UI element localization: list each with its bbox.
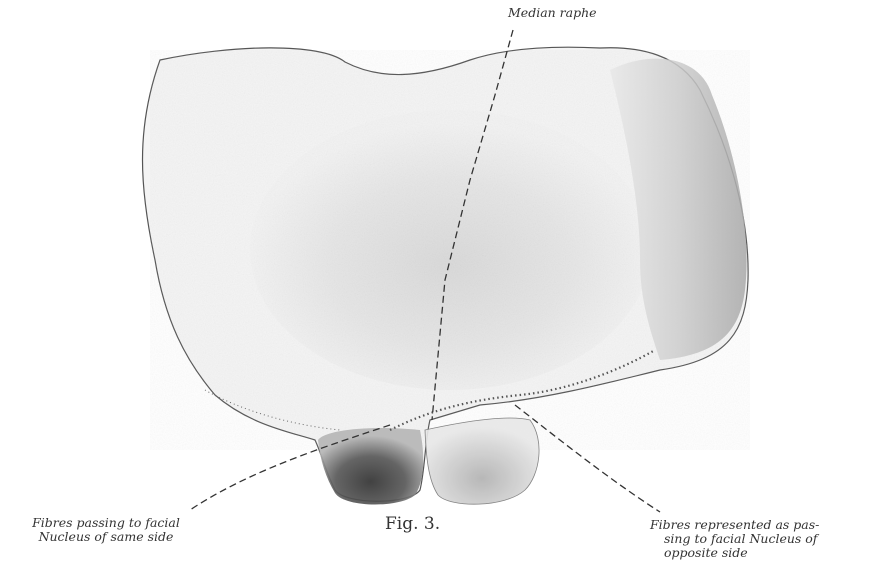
opposite-side-fibres-label: Fibres represented as pas- sing to facia… bbox=[650, 518, 870, 560]
same-side-fibres-label: Fibres passing to facial Nucleus of same… bbox=[6, 516, 206, 544]
same-side-fibres-label-line2: Nucleus of same side bbox=[6, 530, 206, 544]
same-side-fibres-label-line1: Fibres passing to facial bbox=[6, 516, 206, 530]
opposite-side-fibres-label-line3: opposite side bbox=[650, 546, 870, 560]
left-pyramid-lobe bbox=[318, 428, 423, 504]
opposite-side-fibres-label-line1: Fibres represented as pas- bbox=[650, 518, 870, 532]
median-raphe-label: Median raphe bbox=[508, 6, 597, 20]
right-pyramid-lobe bbox=[425, 418, 539, 504]
figure-caption: Fig. 3. bbox=[385, 514, 440, 534]
opposite-side-fibres-label-line2: sing to facial Nucleus of bbox=[650, 532, 870, 546]
